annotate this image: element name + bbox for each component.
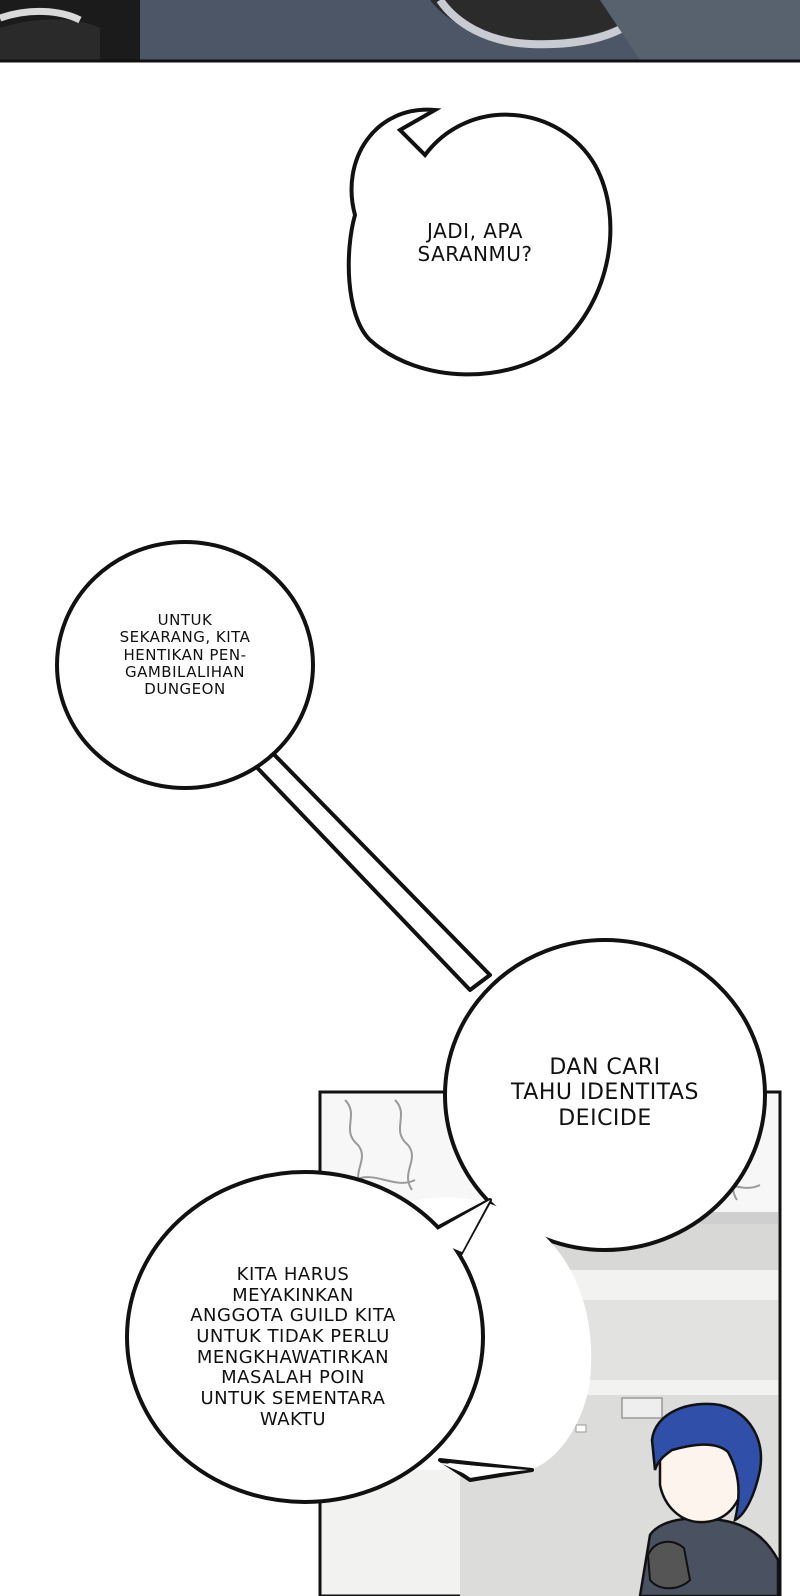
speech-bubble-2	[55, 540, 492, 992]
bubble-4-line-1: KITA HARUS	[236, 1264, 350, 1285]
bubble-3-line-1: DAN CARI	[549, 1055, 661, 1080]
bubble-3-line-3: DEICIDE	[558, 1105, 652, 1131]
character-figure	[638, 1402, 780, 1596]
speech-bubble-1	[346, 107, 613, 377]
top-panel	[0, 0, 800, 63]
bubble-4-line-3: ANGGOTA GUILD KITA	[190, 1305, 396, 1327]
bubble-2-text: UNTUK SEKARANG, KITA HENTIKAN PEN- GAMBI…	[85, 611, 285, 698]
bubble-4-line-6: MASALAH POIN	[221, 1367, 365, 1389]
bubble-3-text: DAN CARI TAHU IDENTITAS DEICIDE	[470, 1055, 740, 1131]
bubble-2-line-3: HENTIKAN PEN-	[123, 645, 247, 664]
bubble-4-line-2: MEYAKINKAN	[232, 1284, 354, 1306]
bubble-2-line-2: SEKARANG, KITA	[119, 628, 251, 647]
speech-bubble-4	[125, 1170, 592, 1504]
bubble-1-line-1: JADI, APA	[427, 219, 523, 243]
bubble-2-line-1: UNTUK	[157, 611, 213, 629]
bubble-1-text: JADI, APA SARANMU?	[390, 220, 560, 266]
bubble-4-line-7: UNTUK SEMENTARA	[200, 1388, 386, 1410]
bubble-3-line-2: TAHU IDENTITAS	[511, 1080, 699, 1106]
bubble-2-line-4: GAMBILALIHAN	[124, 662, 246, 681]
bubble-4-line-4: UNTUK TIDAK PERLU	[196, 1326, 390, 1348]
bubble-2-line-5: DUNGEON	[144, 680, 226, 698]
bubble-4-line-5: MENGKHAWATIRKAN	[196, 1346, 390, 1368]
bubble-4-text: KITA HARUS MEYAKINKAN ANGGOTA GUILD KITA…	[148, 1264, 438, 1431]
speech-bubble-3	[443, 938, 767, 1252]
bubble-4-line-8: WAKTU	[259, 1408, 327, 1430]
bubble-1-line-2: SARANMU?	[417, 242, 533, 266]
